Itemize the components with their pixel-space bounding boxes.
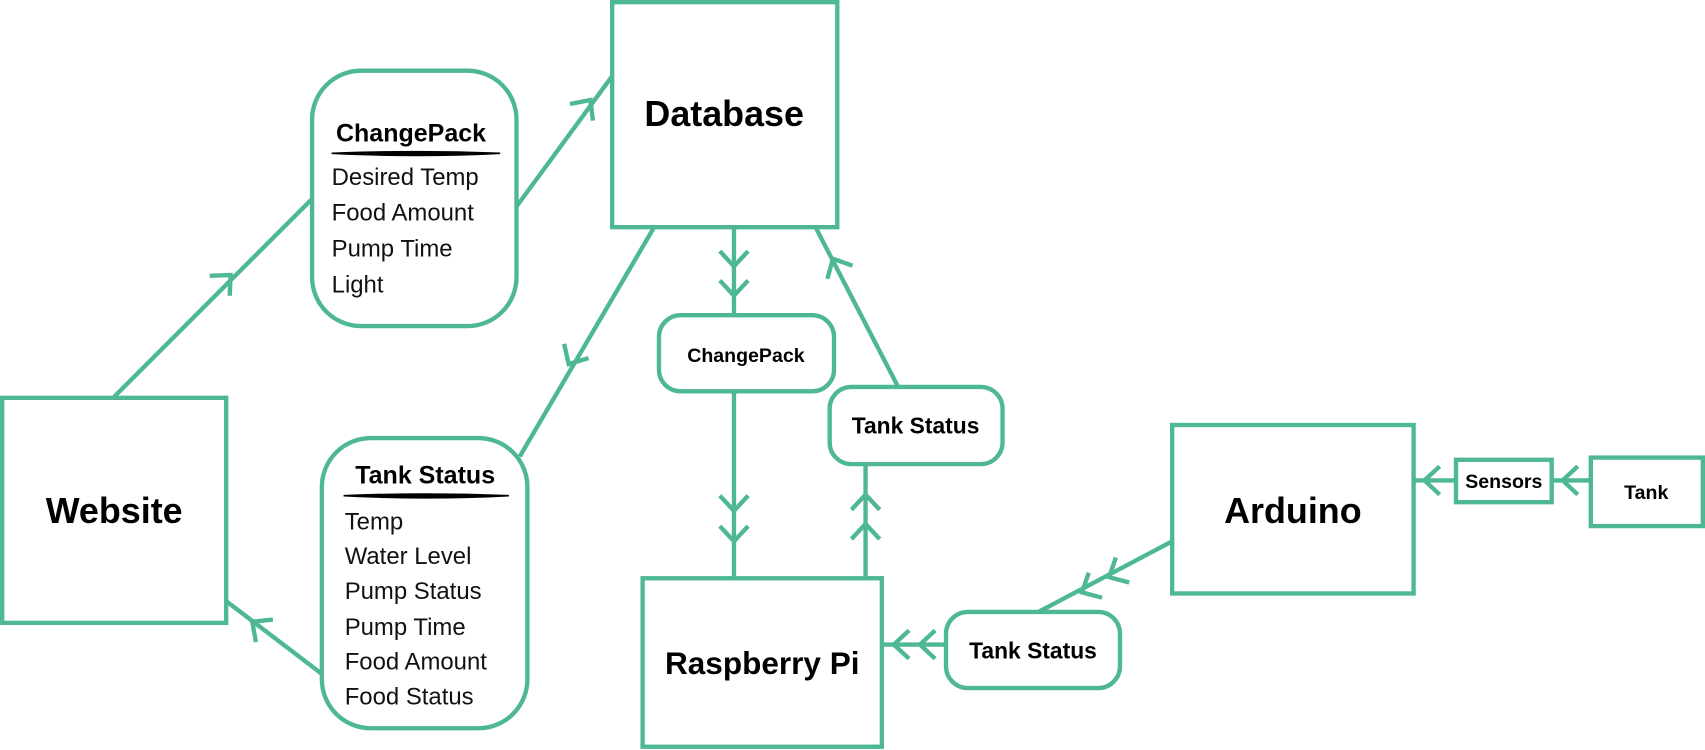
- arrowhead-icon: [849, 520, 882, 541]
- arrowhead-icon: [718, 524, 750, 545]
- arrowhead-icon: [1421, 464, 1442, 497]
- node-arduino-label: Arduino: [1224, 491, 1361, 531]
- connector-website-changepack: [112, 197, 314, 399]
- node-sensors: Sensors: [1453, 457, 1554, 505]
- title-underline: [331, 150, 501, 157]
- changepack-label-mid-text: ChangePack: [687, 345, 804, 367]
- node-tank-label: Tank: [1624, 482, 1668, 504]
- arrowhead-icon: [890, 628, 911, 661]
- node-arduino: Arduino: [1170, 422, 1416, 596]
- node-sensors-label: Sensors: [1465, 471, 1542, 493]
- title-underline: [343, 493, 509, 499]
- arrowhead-icon: [569, 97, 596, 121]
- tank-status-item: Pump Time: [345, 614, 466, 641]
- connector-tankstatus-mid-database: [813, 226, 901, 388]
- tank-status-label-mid-text: Tank Status: [852, 413, 980, 439]
- connector-changepack-database: [514, 74, 614, 208]
- arrowhead-icon: [209, 272, 233, 296]
- tank-status-card-title: Tank Status: [355, 462, 495, 490]
- changepack-item: Light: [332, 271, 384, 298]
- arrowhead-icon: [849, 491, 882, 512]
- connectors: [112, 74, 1591, 676]
- tank-status-item: Pump Status: [345, 578, 482, 605]
- connector-tankstatus-website: [224, 599, 324, 676]
- arrowhead-icon: [1559, 464, 1580, 497]
- tank-status-label-bottom-text: Tank Status: [969, 638, 1097, 664]
- tank-status-label-bottom: Tank Status: [943, 609, 1123, 691]
- tank-status-item: Food Amount: [345, 649, 488, 676]
- node-tank: Tank: [1588, 455, 1705, 529]
- tank-status-item: Water Level: [345, 543, 472, 570]
- node-raspberry-pi: Raspberry Pi: [640, 576, 885, 749]
- arrowhead-icon: [562, 343, 590, 367]
- node-database: Database: [610, 0, 840, 230]
- arrowhead-icon: [1079, 572, 1103, 600]
- changepack-item: Desired Temp: [332, 164, 479, 191]
- tank-status-item: Food Status: [345, 683, 474, 710]
- arrowhead-icon: [718, 494, 750, 515]
- tank-status-card: Tank Status Temp Water Level Pump Status…: [319, 435, 530, 731]
- changepack-card-title: ChangePack: [336, 119, 486, 147]
- changepack-item: Pump Time: [332, 236, 453, 263]
- arrowheads: [209, 97, 1580, 661]
- tank-status-label-mid: Tank Status: [827, 384, 1005, 467]
- node-raspberry-pi-label: Raspberry Pi: [665, 645, 859, 681]
- arrowhead-icon: [825, 255, 854, 280]
- connector-database-tankstatus: [517, 227, 656, 458]
- connector-arduino-tankstatus-bottom: [1037, 539, 1174, 614]
- arrowhead-icon: [1106, 556, 1130, 585]
- node-website: Website: [0, 395, 229, 625]
- changepack-label-mid: ChangePack: [656, 313, 837, 394]
- tank-status-item: Temp: [345, 508, 403, 535]
- node-website-label: Website: [46, 491, 183, 531]
- arrowhead-icon: [718, 278, 750, 299]
- changepack-card: ChangePack Desired Temp Food Amount Pump…: [309, 68, 519, 329]
- changepack-item: Food Amount: [332, 200, 475, 227]
- arrowhead-icon: [718, 249, 750, 270]
- arrowhead-icon: [249, 617, 274, 643]
- node-database-label: Database: [644, 94, 803, 134]
- arrowhead-icon: [916, 628, 937, 661]
